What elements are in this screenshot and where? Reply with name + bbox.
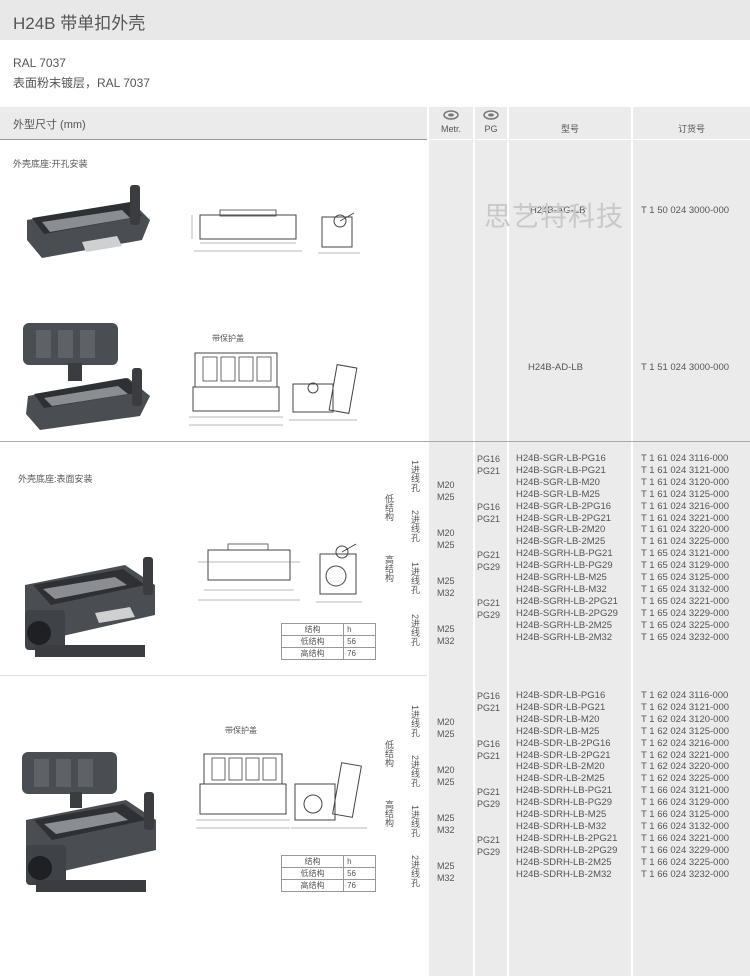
metr-values: M20 M25 M20 M25 M25 M32 M25 M32 (437, 717, 455, 883)
high-structure-label: 高结构 (384, 800, 394, 827)
order-list: T 1 62 024 3116-000 T 1 62 024 3121-000 … (641, 690, 730, 880)
order-column (633, 107, 750, 976)
pg-values: PG16 PG21 PG16 PG21 PG21 PG29 PG21 PG29 (477, 691, 501, 857)
table-cell: 56 (343, 867, 376, 880)
entry2-label: 2进线孔 (410, 510, 420, 543)
low-structure-label: 低结构 (384, 494, 394, 521)
model-list: H24B-SGR-LB-PG16 H24B-SGR-LB-PG21 H24B-S… (516, 453, 618, 643)
entry1-label: 1进线孔 (410, 705, 420, 738)
side-view-drawing (318, 212, 360, 254)
table-cell: 56 (343, 635, 376, 648)
metr-header: Metr. (440, 124, 461, 134)
cover-label: 带保护盖 (225, 726, 257, 735)
entry2-label: 2进线孔 (410, 855, 420, 888)
cable-gland-icon (443, 110, 459, 120)
dimension-drawing (191, 209, 302, 252)
pg-column (475, 107, 507, 976)
low-structure-label: 低结构 (384, 740, 394, 767)
section-divider (0, 675, 427, 676)
dimensions-header (0, 107, 427, 139)
housing-covered-image (23, 323, 150, 430)
table-cell: h (343, 855, 376, 868)
section-title-cutout: 外壳底座:开孔安装 (13, 159, 88, 169)
housing-open-image (27, 185, 150, 258)
page-title: H24B 带单扣外壳 (13, 14, 146, 33)
model-cell: H24B-AD-LB (528, 362, 583, 373)
dimension-drawing (196, 753, 290, 829)
table-cell: 低结构 (280, 867, 345, 880)
table-cell: 低结构 (280, 635, 345, 648)
table-cell: 高结构 (280, 879, 345, 892)
dimension-drawing (198, 543, 300, 601)
pg-header: PG (484, 124, 498, 134)
table-cell: h (343, 623, 376, 636)
model-list: H24B-SDR-LB-PG16 H24B-SDR-LB-PG21 H24B-S… (516, 690, 618, 880)
dimension-drawing (189, 352, 283, 426)
entry1-label: 1进线孔 (410, 562, 420, 595)
divider (0, 139, 427, 140)
pg-values: PG16 PG21 PG16 PG21 PG21 PG29 PG21 PG29 (477, 454, 501, 620)
entry2-label: 2进线孔 (410, 755, 420, 788)
entry2-label: 2进线孔 (410, 614, 420, 647)
dimensions-header-label: 外型尺寸 (mm) (13, 119, 86, 131)
high-structure-label: 高结构 (384, 555, 394, 582)
table-cell: 76 (343, 879, 376, 892)
metr-values: M20 M25 M20 M25 M25 M32 M25 M32 (437, 480, 455, 646)
entry1-label: 1进线孔 (410, 460, 420, 493)
ral-description: 表面粉末镀层，RAL 7037 (13, 76, 150, 90)
section-divider (0, 441, 750, 442)
table-cell: 高结构 (280, 647, 345, 660)
entry1-label: 1进线孔 (410, 805, 420, 838)
watermark: 思艺特科技 (484, 202, 624, 232)
section-title-surface: 外壳底座:表面安装 (18, 474, 93, 484)
surface-housing-image (25, 557, 155, 657)
order-cell: T 1 51 024 3000-000 (641, 362, 730, 373)
divider (429, 139, 750, 140)
model-cell: H24B-AG-LB (530, 205, 586, 216)
title-bar (0, 0, 750, 40)
ral-code: RAL 7037 (13, 56, 66, 70)
metr-column (429, 107, 473, 976)
order-list: T 1 61 024 3116-000 T 1 61 024 3121-000 … (641, 453, 730, 643)
table-cell: 结构 (280, 855, 345, 868)
cover-label: 带保护盖 (212, 334, 244, 343)
order-cell: T 1 50 024 3000-000 (641, 205, 730, 216)
table-cell: 结构 (280, 623, 345, 636)
side-view-drawing (291, 762, 367, 829)
cable-gland-icon (483, 110, 499, 120)
surface-housing-covered-image (22, 752, 156, 892)
model-column (509, 107, 631, 976)
order-header: 订货号 (677, 124, 705, 134)
side-view-drawing (316, 543, 362, 603)
model-header: 型号 (560, 124, 579, 134)
table-cell: 76 (343, 647, 376, 660)
side-view-drawing (289, 364, 358, 421)
